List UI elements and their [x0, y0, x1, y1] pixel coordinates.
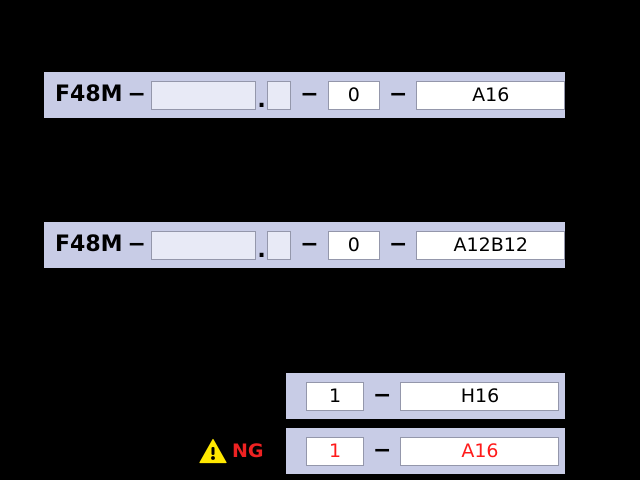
row-2-serial-input[interactable]	[150, 230, 257, 260]
row-1-separator-dash-1: −	[127, 82, 146, 107]
row-4-separator-dash: −	[373, 438, 392, 463]
row-1-serial-input[interactable]	[150, 80, 257, 110]
row-2-separator-dash-2: −	[300, 232, 319, 257]
row-3-separator-dash: −	[373, 383, 392, 408]
row-2-revision-input[interactable]: 0	[327, 230, 380, 260]
part-number-row-3: 1 − H16	[286, 373, 565, 419]
part-number-row-4: 1 − A16	[286, 428, 565, 474]
row-4-revision-input[interactable]: 1	[306, 436, 364, 466]
row-2-code-input[interactable]: A12B12	[416, 230, 565, 260]
row-3-code-input[interactable]: H16	[400, 381, 560, 411]
row-1-separator-dot: .	[257, 88, 266, 113]
row-2-separator-dash-3: −	[389, 232, 408, 257]
row-1-separator-dash-3: −	[389, 82, 408, 107]
ng-status-marker: NG	[199, 438, 264, 464]
ng-label: NG	[232, 439, 264, 462]
row-1-separator-dash-2: −	[300, 82, 319, 107]
row-2-prefix-label: F48M	[55, 232, 123, 257]
row-1-subserial-input[interactable]	[266, 80, 292, 110]
row-2-separator-dot: .	[257, 238, 266, 263]
warning-triangle-icon	[199, 438, 227, 464]
row-4-code-input[interactable]: A16	[400, 436, 560, 466]
row-3-revision-input[interactable]: 1	[306, 381, 364, 411]
part-number-row-1: F48M − . − 0 − A16	[44, 72, 565, 118]
row-1-prefix-label: F48M	[55, 82, 123, 107]
row-2-subserial-input[interactable]	[266, 230, 292, 260]
row-2-separator-dash-1: −	[127, 232, 146, 257]
row-1-revision-input[interactable]: 0	[327, 80, 380, 110]
part-number-row-2: F48M − . − 0 − A12B12	[44, 222, 565, 268]
row-1-code-input[interactable]: A16	[416, 80, 565, 110]
